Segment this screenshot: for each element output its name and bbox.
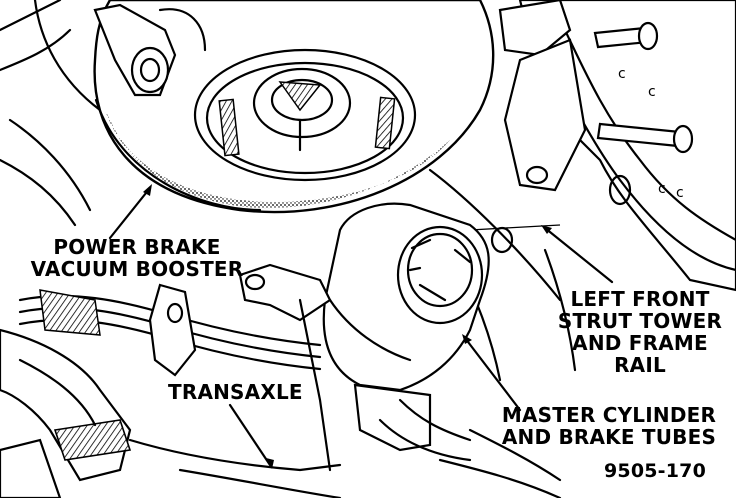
wiring-harness xyxy=(18,283,322,377)
master-cylinder-line-2: AND BRAKE TUBES xyxy=(501,425,717,449)
coolant-hose xyxy=(0,328,132,500)
master-cylinder-callout: MASTER CYLINDER AND BRAKE TUBES xyxy=(498,404,720,448)
transaxle-housing xyxy=(128,298,562,500)
master-cylinder-reservoir xyxy=(322,202,490,462)
vacuum-booster-line-1: POWER BRAKE xyxy=(53,235,221,259)
master-cylinder-line-1: MASTER CYLINDER xyxy=(501,403,717,427)
svg-text:c: c xyxy=(648,84,656,100)
strut-tower-line-1: LEFT FRONT xyxy=(570,287,710,311)
booster-bracket xyxy=(238,263,332,322)
frame-rail-assembly: c c c c xyxy=(490,0,736,292)
figure-number-text: 9505-170 xyxy=(604,460,707,482)
vacuum-booster-line-2: VACUUM BOOSTER xyxy=(30,257,244,281)
svg-text:c: c xyxy=(618,66,626,82)
transaxle-callout: TRANSAXLE xyxy=(168,381,303,403)
strut-tower-callout: LEFT FRONT STRUT TOWER AND FRAME RAIL xyxy=(545,288,735,376)
svg-text:c: c xyxy=(658,181,666,197)
transaxle-line-1: TRANSAXLE xyxy=(168,380,303,404)
strut-mount-plate xyxy=(193,48,417,182)
strut-tower-line-4: RAIL xyxy=(614,353,666,377)
top-left-clip xyxy=(93,3,207,97)
svg-text:c: c xyxy=(676,185,684,201)
leader-lines xyxy=(108,184,614,469)
strut-tower-line-3: AND FRAME xyxy=(572,331,708,355)
vacuum-booster-callout: POWER BRAKE VACUUM BOOSTER xyxy=(22,236,252,280)
left-body-panel xyxy=(0,0,102,227)
figure-number: 9505-170 xyxy=(604,460,706,482)
strut-tower-line-2: STRUT TOWER xyxy=(557,309,723,333)
